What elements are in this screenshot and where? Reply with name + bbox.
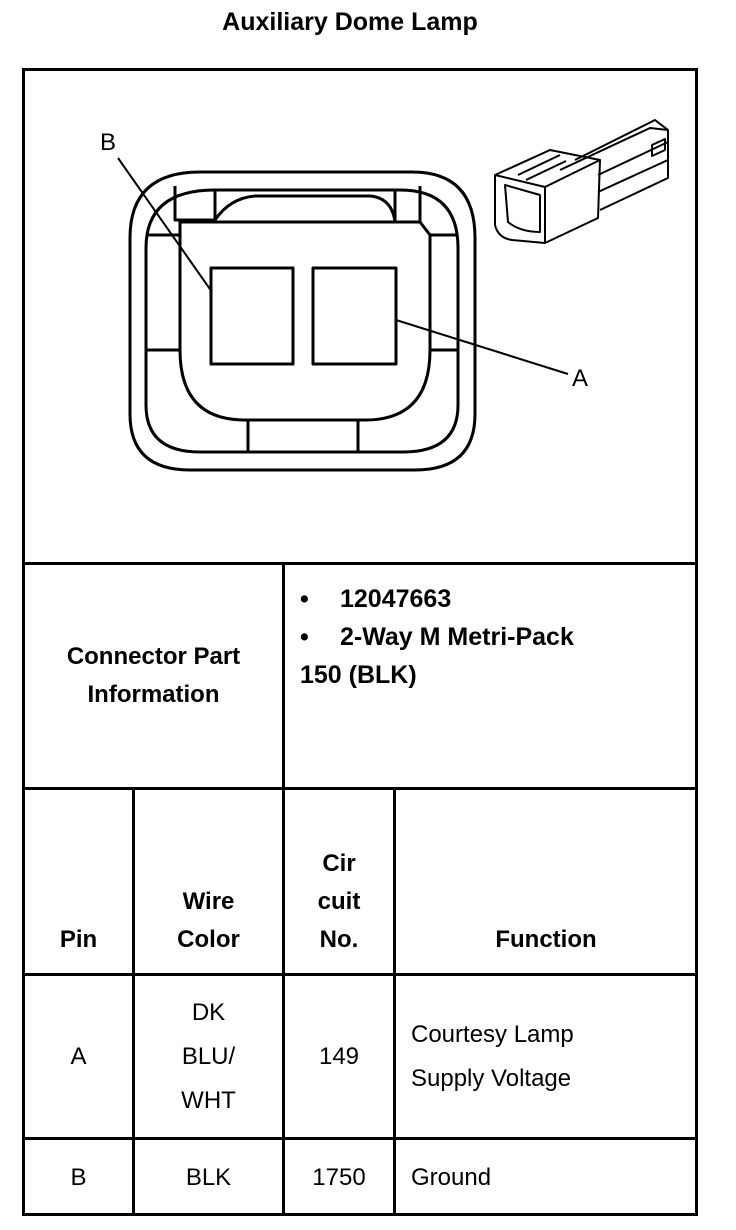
table-row-wire-color: DK BLU/ WHT — [135, 992, 282, 1122]
connector-info-label-line2: Information — [87, 681, 220, 708]
header-circuit-line1: Cir — [322, 850, 356, 877]
bullet-icon: • — [300, 585, 309, 613]
table-row-circuit: 1750 — [285, 1140, 393, 1216]
connector-info-label: Connector Part Information — [25, 565, 282, 787]
divider — [393, 787, 396, 1216]
function-line2: Supply Voltage — [411, 1065, 572, 1092]
wire-color-line2: BLU/ — [181, 1043, 236, 1070]
divider — [132, 787, 135, 1216]
table-row-pin: B — [25, 1140, 132, 1216]
header-circuit-no: Cir cuit No. — [285, 842, 393, 962]
function-ground: Ground — [411, 1164, 492, 1191]
divider — [22, 1137, 698, 1140]
table-row-pin: A — [25, 976, 132, 1137]
connector-info-label-line1: Connector Part — [66, 643, 241, 670]
divider — [22, 562, 698, 565]
header-circuit-line2: cuit — [317, 888, 361, 915]
circuit-1750: 1750 — [312, 1164, 366, 1191]
table-row-wire-color: BLK — [135, 1140, 282, 1216]
wire-color: BLK — [185, 1164, 232, 1191]
part-number: 12047663 — [340, 585, 452, 613]
connector-type-continued: 150 (BLK) — [300, 661, 417, 689]
wire-color-line3: WHT — [181, 1087, 236, 1114]
divider — [22, 973, 698, 976]
page-title: Auxiliary Dome Lamp — [222, 8, 478, 36]
pin-a: A — [70, 1042, 87, 1070]
list-item: • 12047663 — [300, 580, 574, 618]
header-pin: Pin — [25, 920, 132, 960]
connector-type: 2-Way M Metri-Pack — [340, 623, 574, 651]
divider — [22, 787, 698, 790]
pin-b: B — [70, 1164, 87, 1191]
list-item: • 2-Way M Metri-Pack — [300, 618, 574, 656]
divider — [282, 562, 285, 1216]
header-circuit-line3: No. — [319, 926, 359, 953]
header-wire-line1: Wire — [182, 888, 235, 915]
header-wire-line2: Color — [177, 926, 240, 953]
function-line1: Courtesy Lamp — [411, 1021, 574, 1048]
circuit-149: 149 — [318, 1042, 360, 1070]
table-row-function: Courtesy Lamp Supply Voltage — [411, 1012, 691, 1102]
table-row-circuit: 149 — [285, 976, 393, 1137]
table-row-function: Ground — [411, 1140, 691, 1216]
pin-label-a: A — [572, 365, 588, 392]
header-function-text: Function — [495, 926, 597, 953]
bullet-icon: • — [300, 623, 309, 651]
wire-color-line1: DK — [191, 999, 226, 1026]
header-wire-color: Wire Color — [135, 880, 282, 962]
header-pin-text: Pin — [59, 926, 98, 953]
connector-face-diagram: B A — [100, 119, 669, 472]
connector-part-list: • 12047663 • 2-Way M Metri-Pack 150 (BLK… — [300, 580, 574, 694]
pin-label-b: B — [100, 129, 116, 156]
connector-table — [22, 68, 698, 1216]
header-function: Function — [396, 920, 696, 960]
connector-thumbnail — [494, 119, 669, 244]
